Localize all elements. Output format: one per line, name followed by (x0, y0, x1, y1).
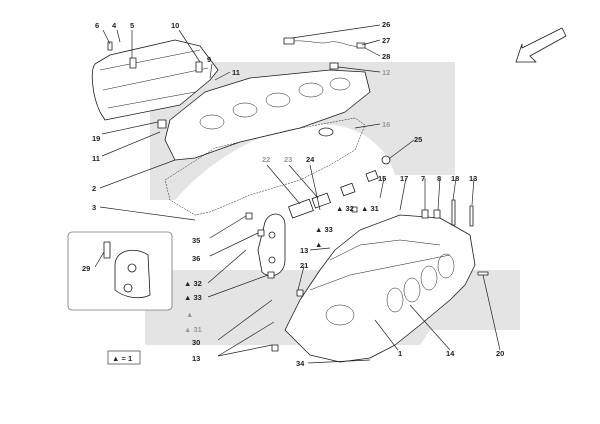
inset-detail (67, 231, 173, 311)
callout-13-mid: 13 (300, 246, 308, 255)
callout-17: 17 (400, 174, 408, 183)
callout-5: 5 (130, 21, 134, 30)
callout-8: 8 (437, 174, 441, 183)
callout-19: 19 (92, 134, 100, 143)
callout-18: 18 (451, 174, 459, 183)
cylinder-head (284, 214, 476, 363)
callout-23: 23 (284, 155, 292, 164)
cover-gasket (164, 117, 366, 216)
callout-12: 12 (382, 68, 390, 77)
callout-10: 10 (171, 21, 179, 30)
fasteners (107, 41, 441, 352)
callout-30: 30 (192, 338, 200, 347)
callout-36: 36 (192, 254, 200, 263)
actuator-assembly (288, 155, 391, 219)
callout-28: 28 (382, 52, 390, 61)
callout-24: 24 (306, 155, 315, 164)
callout-25: 25 (414, 135, 422, 144)
callout-9: 9 (207, 55, 211, 64)
bracket (257, 213, 286, 277)
callout-33-left: ▲ 33 (184, 293, 202, 302)
callout-32-left: ▲ 32 (184, 279, 202, 288)
oil-filler-cap (318, 127, 334, 137)
callout-29: 29 (82, 264, 90, 273)
callout-33-center: ▲ 33 (315, 225, 333, 234)
bracket-12 (329, 62, 339, 70)
callout-31-center: ▲ 31 (361, 204, 379, 213)
callout-27: 27 (382, 36, 390, 45)
callout-15: 15 (378, 174, 386, 183)
callout-13-top: 13 (469, 174, 477, 183)
callout-14: 14 (446, 349, 455, 358)
leader-lines (99, 24, 501, 364)
studs (451, 199, 489, 276)
callout-11-top: 11 (232, 68, 240, 77)
callout-4: 4 (112, 21, 117, 30)
callout-7: 7 (421, 174, 425, 183)
callout-1: 1 (398, 349, 402, 358)
valve-cover (91, 39, 219, 121)
callout-31-left: ▲ 31 (184, 325, 202, 334)
callout-34: 34 (296, 359, 305, 368)
sensor-with-wire (283, 37, 366, 70)
callout-32-center: ▲ 32 (336, 204, 354, 213)
callout-16: 16 (382, 120, 390, 129)
direction-arrow-icon (515, 27, 567, 63)
callout-20: 20 (496, 349, 504, 358)
callout-3: 3 (92, 203, 96, 212)
callout-26: 26 (382, 20, 390, 29)
callout-6: 6 (95, 21, 99, 30)
callout-triangle-center: ▲ (315, 240, 322, 249)
callout-triangle-left: ▲ (186, 310, 193, 319)
callout-2: 2 (92, 184, 96, 193)
callout-21: 21 (300, 261, 308, 270)
legend: ▲ = 1 (107, 350, 141, 365)
legend-text: ▲ = 1 (112, 354, 132, 363)
callout-22: 22 (262, 155, 270, 164)
callout-11-left: 11 (92, 154, 100, 163)
callout-labels: 6 4 5 10 9 11 19 11 2 3 26 27 28 12 16 2… (82, 20, 504, 368)
callout-35: 35 (192, 236, 200, 245)
callout-13-bottom: 13 (192, 354, 200, 363)
